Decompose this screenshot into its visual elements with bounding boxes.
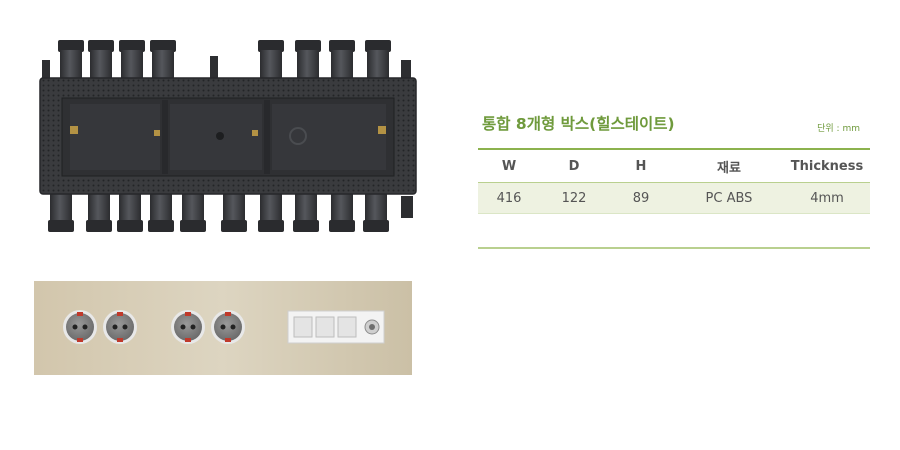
- depth-value: 122: [540, 182, 608, 214]
- spec-table: W D H 재료 Thickness 416 122 89 PC ABS 4mm: [478, 148, 870, 249]
- height-value: 89: [608, 182, 674, 214]
- bottom-conduits: [48, 190, 413, 232]
- outlet-panel-image: [34, 281, 412, 375]
- table-row: 416 122 89 PC ABS 4mm: [478, 182, 870, 214]
- col-material-header: 재료: [674, 148, 784, 183]
- data-module: [287, 310, 385, 344]
- width-value: 416: [478, 182, 540, 214]
- material-value: PC ABS: [674, 182, 784, 214]
- spec-header-row: W D H 재료 Thickness: [478, 148, 870, 183]
- socket-3: [171, 310, 205, 344]
- socket-1: [63, 310, 97, 344]
- col-thickness-header: Thickness: [784, 148, 870, 183]
- thickness-value: 4mm: [784, 182, 870, 214]
- col-depth-header: D: [540, 148, 608, 183]
- col-width-header: W: [478, 148, 540, 183]
- socket-2: [103, 310, 137, 344]
- unit-note: 단위 : mm: [817, 124, 860, 134]
- box-body: [39, 77, 417, 195]
- box-product-image: [39, 40, 417, 232]
- spec-title: 통합 8개형 박스(힐스테이트): [482, 115, 675, 133]
- col-height-header: H: [608, 148, 674, 183]
- spacer-cell: [478, 213, 870, 249]
- spacer-row: [478, 213, 870, 249]
- socket-4: [211, 310, 245, 344]
